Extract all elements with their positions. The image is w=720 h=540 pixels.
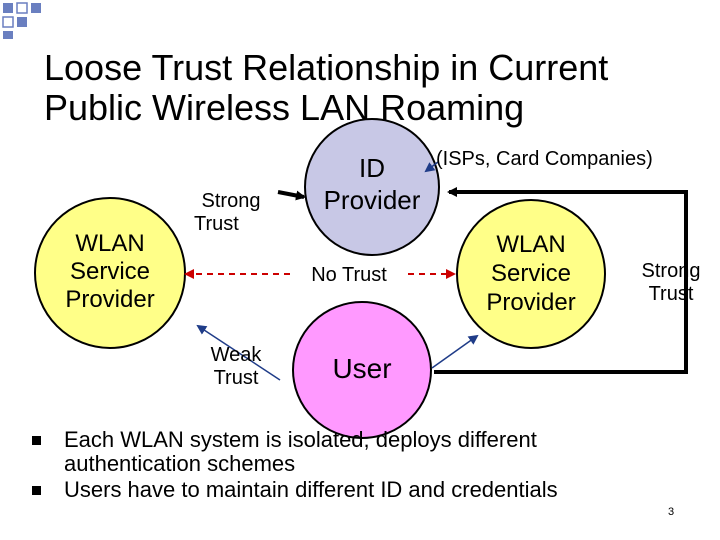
bullet-1-line-2: authentication schemes [64, 451, 296, 476]
wlan-right-line-2: Service [490, 260, 572, 287]
slide-title: Loose Trust Relationship in Current Publ… [44, 48, 704, 128]
page-number: 3 [668, 506, 675, 518]
wlan-right-label: WLAN Service Provider [461, 230, 601, 317]
bullet-item: Each WLAN system is isolated, deploys di… [28, 428, 688, 476]
wlan-left-line-3: Provider [65, 286, 155, 313]
bullet-list: Each WLAN system is isolated, deploys di… [28, 428, 688, 504]
no-trust-label: No Trust [311, 264, 387, 286]
id-provider-line-2: Provider [323, 185, 421, 215]
id-provider-node [304, 118, 440, 256]
strong-trust-arrow-left [277, 190, 306, 201]
weak-trust-label: Weak Trust [196, 344, 276, 390]
user-node [292, 301, 432, 439]
strong-trust-loop-right [434, 187, 688, 374]
strong-trust-left-label: Strong Trust [186, 190, 276, 236]
bullet-1-line-1: Each WLAN system is isolated, deploys di… [64, 427, 537, 452]
weak-trust-arrow-to-right [431, 334, 479, 369]
wlan-left-line-1: WLAN [75, 230, 145, 257]
id-provider-line-1: ID [359, 153, 385, 183]
id-provider-label: ID Provider [307, 152, 437, 216]
strong-trust-right-line-1: Strong [641, 260, 701, 282]
wlan-left-line-2: Service [69, 258, 151, 285]
weak-trust-arrow-to-left [196, 324, 281, 381]
isps-pointer-arrow [424, 161, 439, 173]
title-line-2: Public Wireless LAN Roaming [44, 87, 525, 128]
weak-trust-line-1: Weak [210, 344, 262, 366]
wlan-right-node [456, 199, 606, 349]
strong-trust-left-line-1: Strong [201, 190, 261, 212]
isps-label: (ISPs, Card Companies) [436, 148, 653, 170]
title-line-1: Loose Trust Relationship in Current [44, 47, 609, 88]
wlan-left-label: WLAN Service Provider [40, 230, 180, 314]
corner-decoration [2, 2, 41, 39]
user-label: User [332, 353, 392, 384]
strong-trust-right-line-2: Trust [648, 283, 694, 305]
strong-trust-left-line-2: Trust [194, 213, 239, 235]
bullet-square-icon [32, 486, 41, 495]
bullet-item: Users have to maintain different ID and … [28, 478, 688, 502]
bullet-2-line-1: Users have to maintain different ID and … [64, 477, 558, 502]
wlan-right-line-1: WLAN [496, 231, 566, 258]
wlan-right-line-3: Provider [486, 289, 576, 316]
weak-trust-line-2: Trust [213, 367, 259, 389]
bullet-square-icon [32, 436, 41, 445]
strong-trust-right-label: Strong Trust [626, 260, 716, 306]
